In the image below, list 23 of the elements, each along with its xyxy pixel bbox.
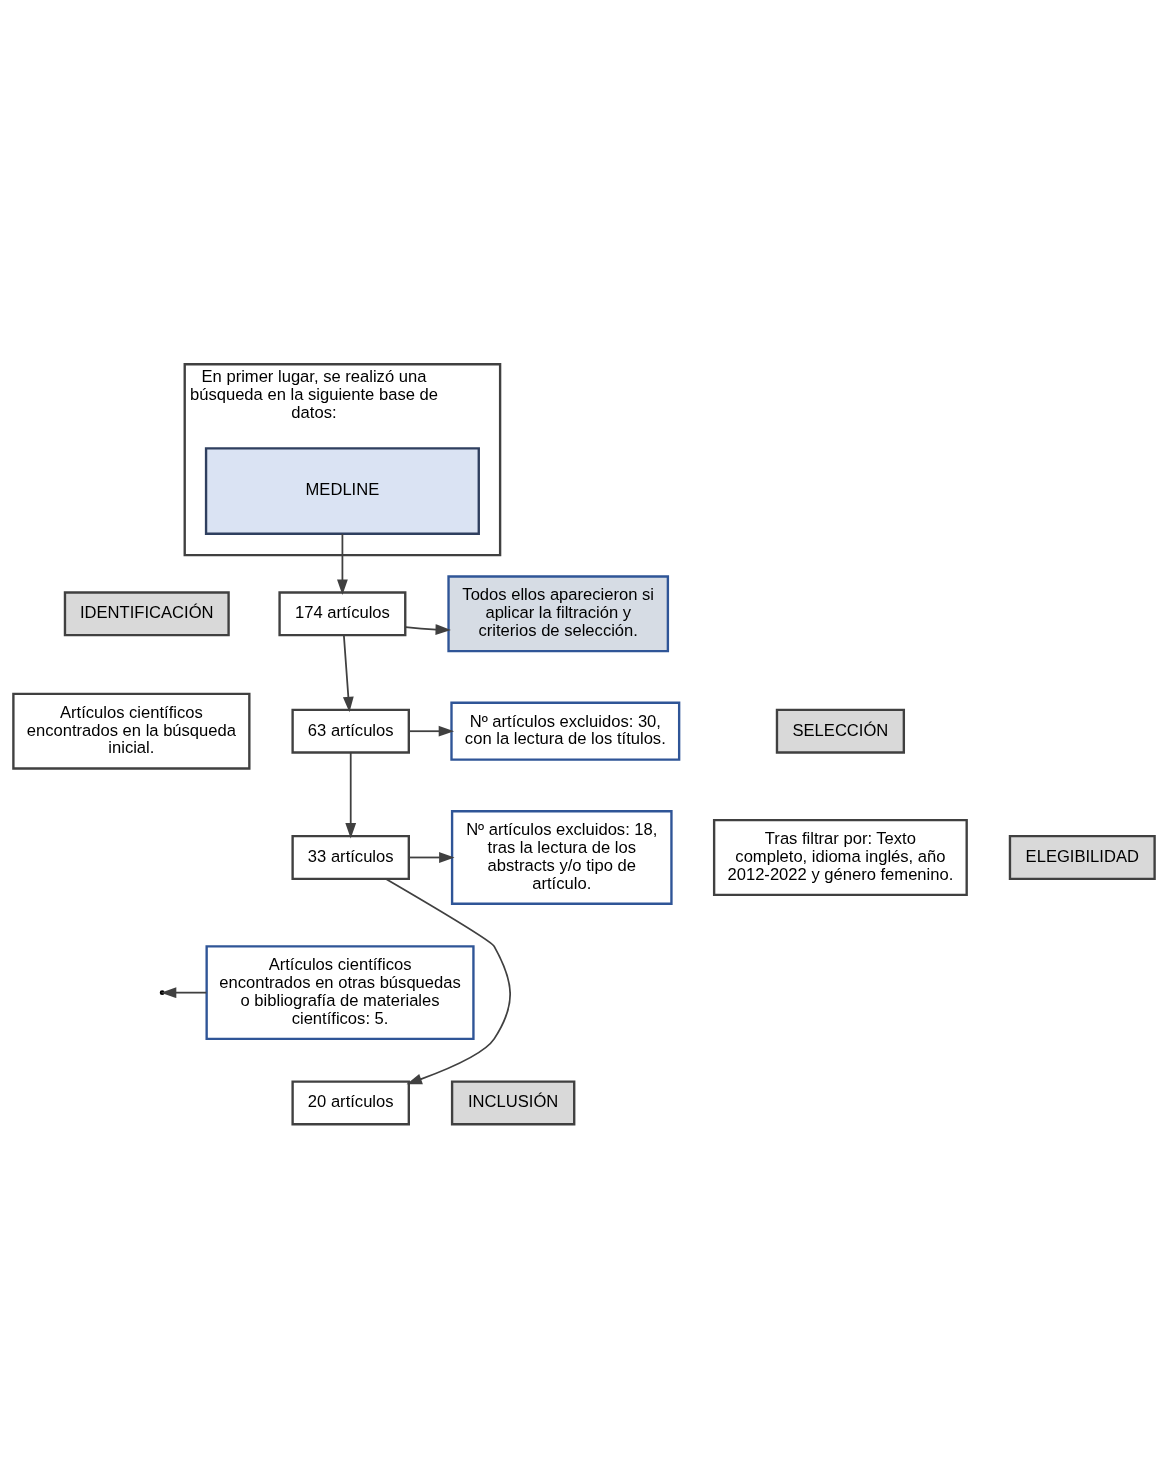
node-box: Nº artículos excluidos: 18, tras la lectura de los abstracts y/o tipo de artículo. (450, 810, 673, 905)
node-box: Artículos científicos encontrados en otras búsquedas o bibliografía de materiales científicos: 5. (205, 945, 475, 1041)
arrow (404, 624, 451, 635)
node-box: Todos ellos aparecieron si aplicar la filtración y criterios de selección. (447, 575, 670, 653)
node-box: INCLUSIÓN (450, 1080, 576, 1126)
node-box: Nº artículos excluidos: 30, con la lectura de los títulos. (450, 701, 681, 761)
node-box: IDENTIFICACIÓN (63, 591, 230, 637)
node-box: 33 artículos (291, 834, 410, 880)
arrow (408, 725, 455, 737)
arrow (160, 987, 208, 999)
node-box: 174 artículos (278, 591, 407, 637)
node-box: MEDLINE (204, 447, 480, 535)
node-box: Tras filtrar por: Texto completo, idioma inglés, año 2012-2022 y género femenino. (712, 818, 968, 896)
arrow (407, 852, 455, 863)
arrow (345, 751, 357, 839)
node-box: 20 artículos (291, 1080, 410, 1126)
node-box: SELECCIÓN (775, 708, 906, 754)
arrow (342, 634, 354, 713)
arrow (337, 533, 348, 595)
node-box: Artículos científicos encontrados en la búsqueda inicial. (12, 692, 251, 770)
node-box: 63 artículos (291, 708, 410, 754)
node-box: ELEGIBILIDAD (1008, 834, 1156, 880)
arrow (384, 877, 512, 1085)
